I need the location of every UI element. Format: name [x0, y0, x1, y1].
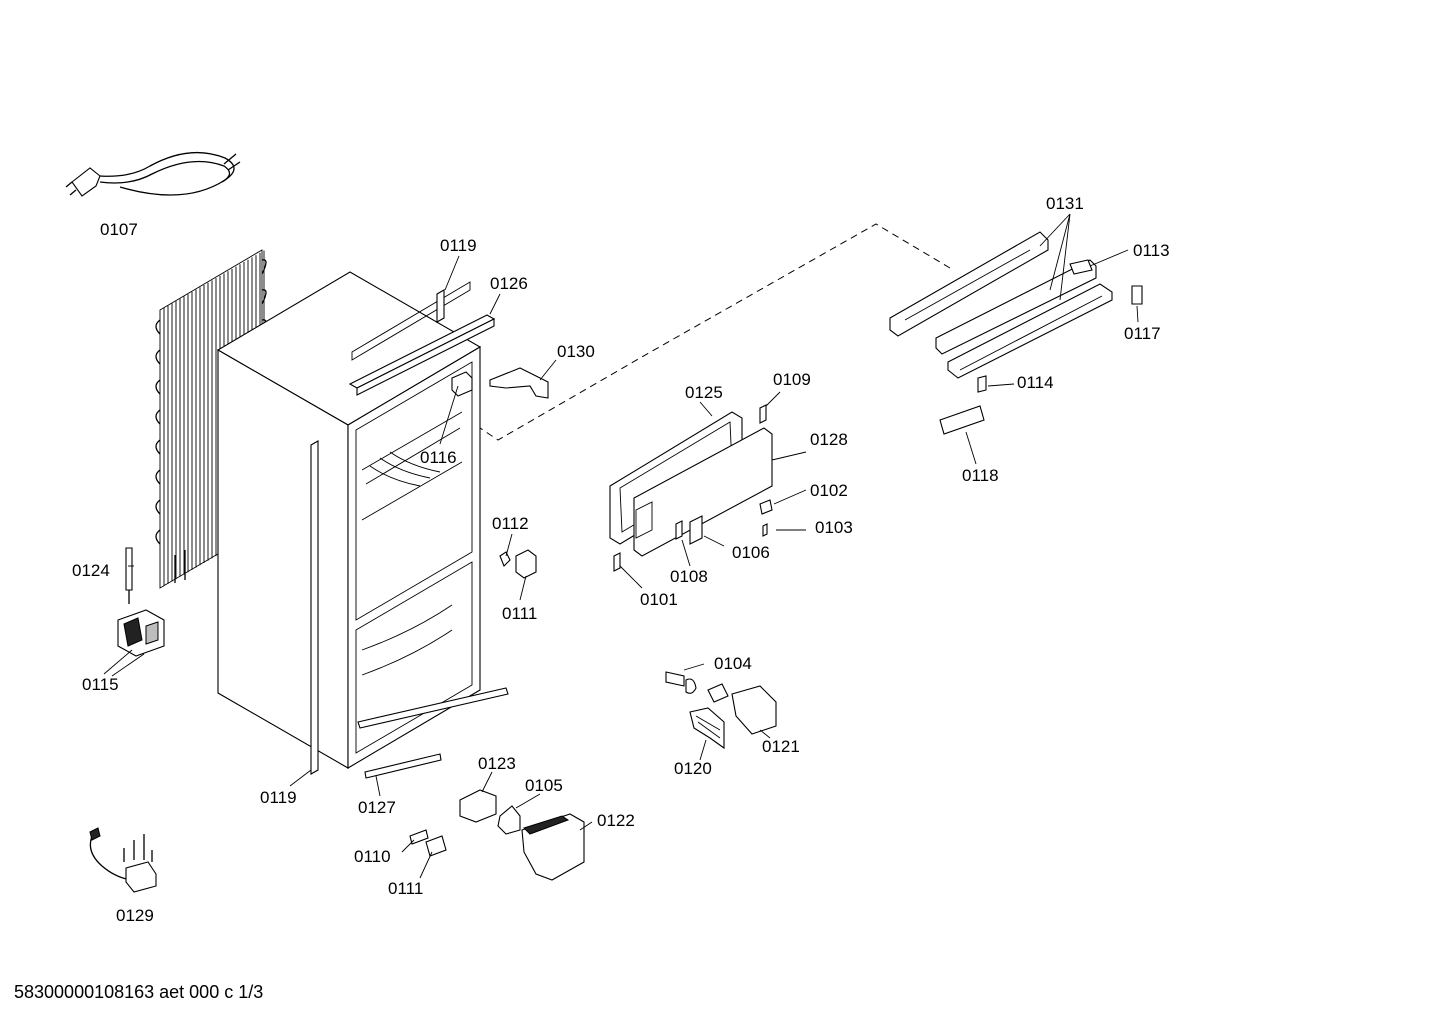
label-0121: 0121 [762, 737, 800, 756]
door-seal-strip-part[interactable] [310, 440, 319, 775]
control-panel-assembly[interactable] [889, 231, 1143, 435]
label-0118: 0118 [962, 466, 999, 485]
label-0126: 0126 [490, 274, 528, 293]
starter-relay-part[interactable] [117, 609, 165, 657]
label-0128: 0128 [810, 430, 848, 449]
label-0109: 0109 [773, 370, 811, 389]
label-0120: 0120 [674, 759, 712, 778]
label-0130: 0130 [557, 342, 595, 361]
document-footer: 58300000108163 aet 000 c 1/3 [14, 982, 263, 1002]
label-0123: 0123 [478, 754, 516, 773]
label-0122: 0122 [597, 811, 635, 830]
label-0129: 0129 [116, 906, 154, 925]
label-0117: 0117 [1124, 324, 1161, 343]
thermostat-capillary-part[interactable] [125, 547, 133, 604]
top-strip-part[interactable] [436, 289, 445, 323]
label-0127: 0127 [358, 798, 396, 817]
label-0104: 0104 [714, 654, 752, 673]
power-cord-part[interactable] [65, 152, 241, 197]
label-0102: 0102 [810, 481, 848, 500]
lamp-assembly[interactable] [665, 671, 777, 750]
freezer-door-panels[interactable] [609, 411, 773, 557]
label-0131: 0131 [1046, 194, 1084, 213]
bottom-strip-part[interactable] [357, 687, 509, 779]
switch-part[interactable] [499, 549, 537, 579]
top-rail-part[interactable] [348, 314, 496, 396]
label-0110: 0110 [354, 847, 391, 866]
dashed-connector [479, 223, 951, 441]
label-0106: 0106 [732, 543, 770, 562]
label-0116: 0116 [420, 448, 457, 467]
label-0114: 0114 [1017, 373, 1054, 392]
label-0108: 0108 [670, 567, 708, 586]
label-0119-bottom: 0119 [260, 788, 297, 807]
label-0125: 0125 [685, 383, 723, 402]
label-0112: 0112 [492, 514, 529, 533]
label-0105: 0105 [525, 776, 563, 795]
label-0115: 0115 [82, 675, 119, 694]
label-0124: 0124 [72, 561, 110, 580]
hinge-part[interactable] [489, 367, 549, 399]
label-0111-lower: 0111 [388, 879, 423, 898]
label-0119-top: 0119 [440, 236, 477, 255]
label-0103: 0103 [815, 518, 853, 537]
leader-lines [103, 213, 1139, 879]
label-0113: 0113 [1133, 241, 1170, 260]
label-0107: 0107 [100, 220, 138, 239]
thermostat-assembly[interactable] [409, 789, 585, 881]
capacitor-part[interactable] [89, 827, 157, 893]
label-0101: 0101 [640, 590, 678, 609]
door-small-parts[interactable] [613, 404, 773, 572]
label-0111-upper: 0111 [502, 604, 537, 623]
